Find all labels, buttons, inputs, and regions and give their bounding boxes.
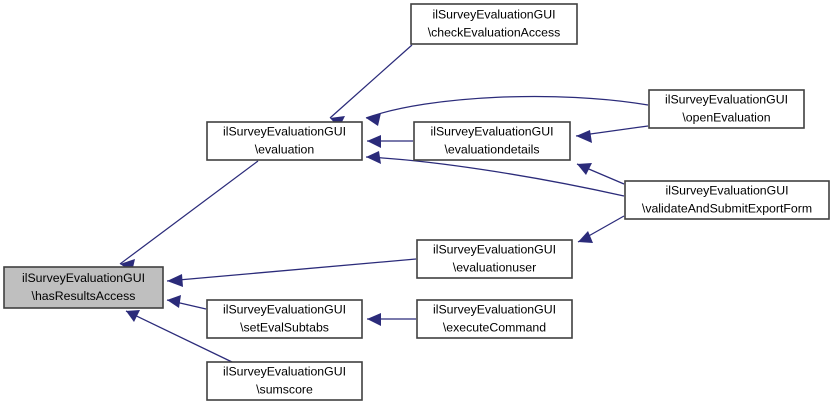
node-box[interactable] — [624, 180, 830, 220]
edge-line — [365, 95, 649, 119]
node-label-line1: ilSurveyEvaluationGUI — [665, 92, 788, 106]
node-label-line2: \executeCommand — [443, 320, 546, 334]
node-evaluation[interactable]: ilSurveyEvaluationGUI \evaluation — [206, 121, 363, 161]
arrowhead-icon — [576, 130, 592, 143]
arrowhead-icon — [367, 135, 381, 148]
node-label-line1: ilSurveyEvaluationGUI — [223, 124, 346, 138]
edge-line — [119, 160, 259, 265]
edge-validateAndSubmitExportForm-to-evaluation — [365, 151, 625, 197]
edge-sumscore-to-hasResultsAccess — [125, 310, 233, 363]
node-evaluationuser[interactable]: ilSurveyEvaluationGUI \evaluationuser — [416, 239, 573, 279]
node-box[interactable] — [206, 121, 363, 161]
node-label-line2: \openEvaluation — [682, 110, 770, 124]
nodes-layer: ilSurveyEvaluationGUI \checkEvaluationAcc… — [3, 3, 830, 401]
node-label-line1: ilSurveyEvaluationGUI — [223, 364, 346, 378]
node-checkEvaluationAccess[interactable]: ilSurveyEvaluationGUI \checkEvaluationAcc… — [410, 3, 578, 45]
edge-validateAndSubmitExportForm-to-evaluationdetails — [576, 163, 625, 185]
edge-evaluation-to-hasResultsAccess — [119, 160, 259, 272]
edge-line — [166, 258, 417, 282]
arrowhead-icon — [366, 113, 381, 126]
edge-openEvaluation-to-evaluation — [365, 95, 649, 126]
node-evaluationdetails[interactable]: ilSurveyEvaluationGUI \evaluationdetails — [413, 121, 571, 161]
edge-validateAndSubmitExportForm-to-evaluationuser — [577, 215, 625, 243]
node-label-line1: ilSurveyEvaluationGUI — [430, 124, 553, 138]
arrowhead-icon — [167, 295, 181, 308]
edge-evaluationdetails-to-evaluation — [367, 135, 413, 148]
node-label-line2: \setEvalSubtabs — [240, 320, 329, 334]
node-label-line1: ilSurveyEvaluationGUI — [22, 271, 145, 285]
node-label-line1: ilSurveyEvaluationGUI — [433, 302, 556, 316]
node-box[interactable] — [416, 299, 573, 339]
edge-line — [125, 310, 233, 363]
node-sumscore[interactable]: ilSurveyEvaluationGUI \sumscore — [206, 361, 363, 401]
edge-checkEvaluationAccess-to-evaluation — [329, 44, 413, 128]
node-setEvalSubtabs[interactable]: ilSurveyEvaluationGUI \setEvalSubtabs — [206, 299, 363, 339]
node-hasResultsAccess[interactable]: ilSurveyEvaluationGUI \hasResultsAccess — [3, 266, 164, 309]
edge-line — [329, 44, 413, 119]
edge-openEvaluation-to-evaluationdetails — [575, 125, 649, 143]
node-label-line2: \evaluationdetails — [444, 142, 539, 156]
node-box[interactable] — [3, 266, 164, 309]
node-label-line2: \evaluation — [255, 142, 315, 156]
node-box[interactable] — [413, 121, 571, 161]
node-label-line1: ilSurveyEvaluationGUI — [433, 242, 556, 256]
edges-layer — [119, 44, 649, 363]
edge-setEvalSubtabs-to-hasResultsAccess — [166, 295, 207, 310]
node-label-line2: \sumscore — [256, 382, 313, 396]
node-box[interactable] — [410, 3, 578, 45]
node-label-line1: ilSurveyEvaluationGUI — [223, 302, 346, 316]
node-validateAndSubmitExportForm[interactable]: ilSurveyEvaluationGUI \validateAndSubmitE… — [624, 180, 830, 220]
node-box[interactable] — [206, 299, 363, 339]
node-label-line1: ilSurveyEvaluationGUI — [665, 183, 788, 197]
node-executeCommand[interactable]: ilSurveyEvaluationGUI \executeCommand — [416, 299, 573, 339]
node-box[interactable] — [416, 239, 573, 279]
node-box[interactable] — [206, 361, 363, 401]
node-label-line1: ilSurveyEvaluationGUI — [432, 7, 555, 21]
node-label-line2: \evaluationuser — [453, 260, 536, 274]
arrowhead-icon — [578, 231, 593, 243]
arrowhead-icon — [367, 313, 381, 326]
node-label-line2: \checkEvaluationAccess — [428, 25, 561, 39]
arrowhead-icon — [366, 151, 381, 164]
node-label-line2: \hasResultsAccess — [32, 289, 136, 303]
edge-evaluationuser-to-hasResultsAccess — [166, 258, 417, 287]
node-openEvaluation[interactable]: ilSurveyEvaluationGUI \openEvaluation — [648, 89, 805, 129]
arrowhead-icon — [126, 310, 140, 322]
node-label-line2: \validateAndSubmitExportForm — [642, 201, 812, 215]
arrowhead-icon — [167, 274, 183, 287]
edge-executeCommand-to-setEvalSubtabs — [367, 313, 416, 326]
node-box[interactable] — [648, 89, 805, 129]
arrowhead-icon — [577, 163, 592, 175]
edge-line — [365, 156, 625, 197]
